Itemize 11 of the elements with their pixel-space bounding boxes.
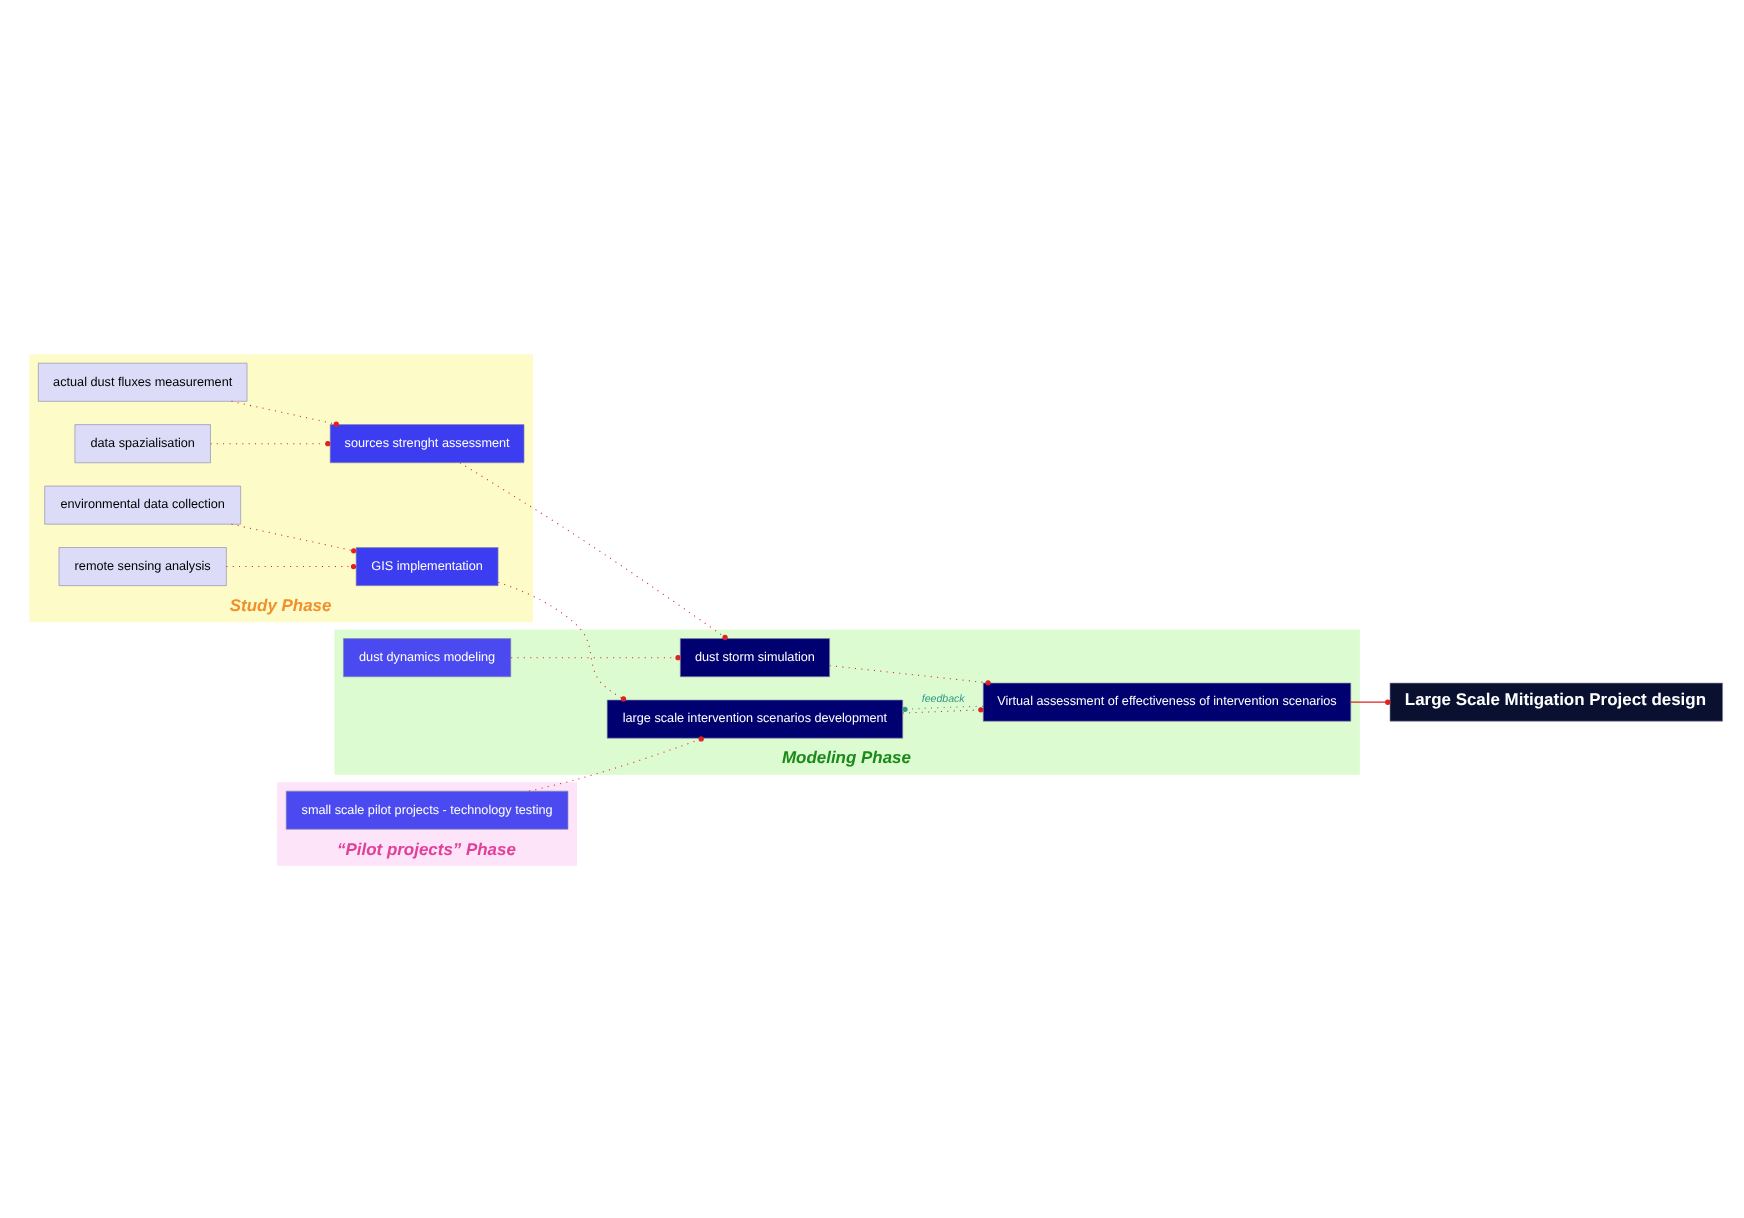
connector [829, 664, 991, 685]
connector [528, 735, 704, 791]
connector [1350, 698, 1391, 704]
connector [231, 522, 357, 553]
node-box: Large Scale Mitigation Project design [1389, 681, 1723, 721]
connector [497, 580, 627, 701]
connector [231, 399, 339, 426]
connector [459, 461, 728, 639]
connector [510, 654, 681, 660]
connector [226, 562, 357, 569]
connector [210, 440, 331, 446]
